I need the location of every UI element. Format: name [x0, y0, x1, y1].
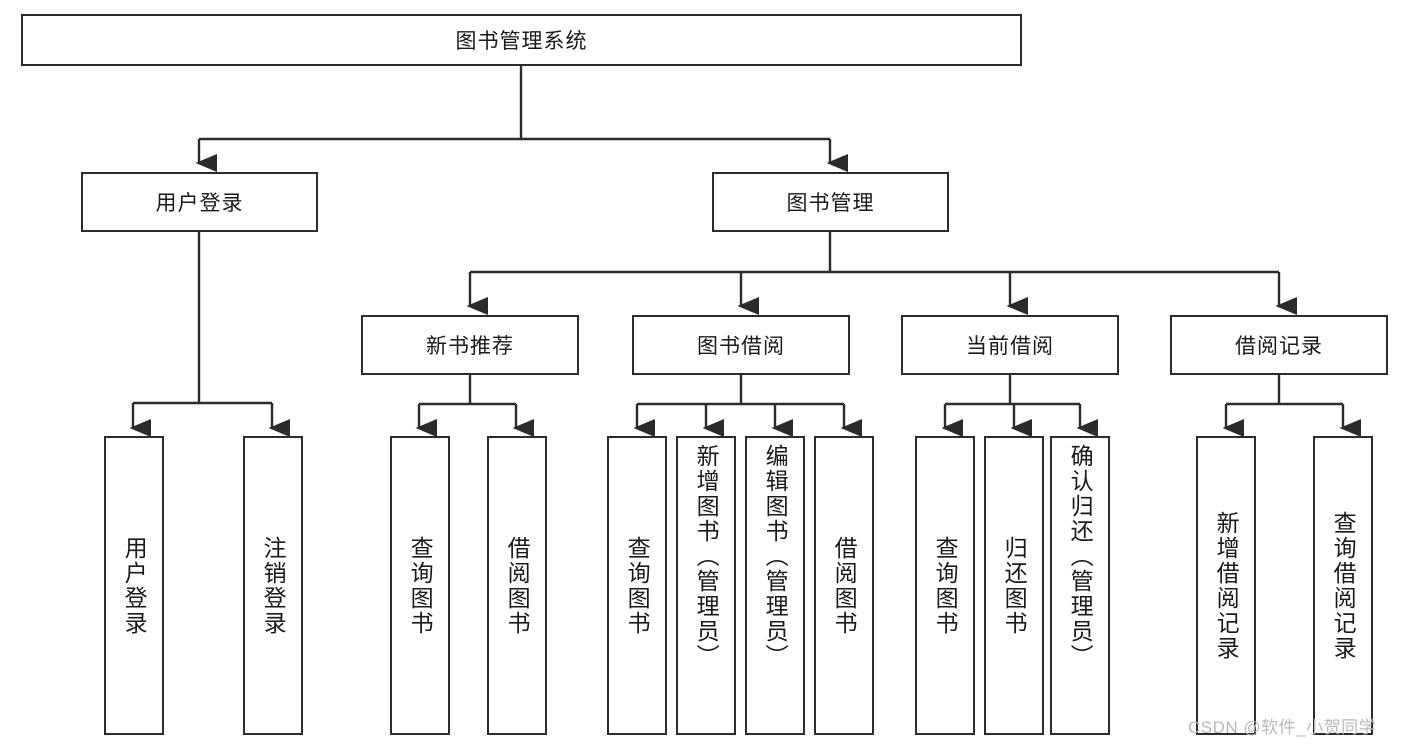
leaf-cb-query-book[interactable]: 查询图书	[915, 436, 975, 735]
node-new-book-recommend-label: 新书推荐	[426, 335, 514, 358]
node-user-login-label: 用户登录	[155, 192, 244, 215]
leaf-nb-borrow-book-label: 借阅图书	[504, 535, 531, 636]
leaf-cb-confirm-return-label: 确认归还（管理员）	[1067, 444, 1094, 669]
leaf-br-add-record[interactable]: 新增借阅记录	[1196, 436, 1256, 735]
node-borrow-records-label: 借阅记录	[1235, 335, 1323, 358]
node-root[interactable]: 图书管理系统	[21, 14, 1022, 66]
leaf-br-add-record-label: 新增借阅记录	[1213, 510, 1240, 661]
leaf-user-login[interactable]: 用户登录	[104, 436, 164, 735]
leaf-bb-add-book-label: 新增图书（管理员）	[693, 444, 720, 669]
leaf-logout-label: 注销登录	[260, 535, 287, 636]
leaf-nb-query-book[interactable]: 查询图书	[390, 436, 450, 735]
leaf-cb-confirm-return[interactable]: 确认归还（管理员）	[1050, 436, 1110, 735]
leaf-cb-return-book-label: 归还图书	[1001, 535, 1028, 636]
leaf-br-query-record-label: 查询借阅记录	[1330, 510, 1357, 661]
node-borrow-records[interactable]: 借阅记录	[1170, 315, 1388, 375]
leaf-bb-borrow-book[interactable]: 借阅图书	[814, 436, 874, 735]
leaf-nb-borrow-book[interactable]: 借阅图书	[487, 436, 547, 735]
node-current-borrow[interactable]: 当前借阅	[901, 315, 1119, 375]
leaf-cb-query-book-label: 查询图书	[932, 535, 959, 636]
leaf-user-login-label: 用户登录	[121, 535, 148, 636]
node-new-book-recommend[interactable]: 新书推荐	[361, 315, 579, 375]
leaf-bb-edit-book[interactable]: 编辑图书（管理员）	[745, 436, 805, 735]
node-user-login[interactable]: 用户登录	[81, 172, 318, 232]
node-book-management-label: 图书管理	[786, 192, 875, 215]
leaf-logout[interactable]: 注销登录	[243, 436, 303, 735]
leaf-bb-query-book[interactable]: 查询图书	[607, 436, 667, 735]
leaf-bb-borrow-book-label: 借阅图书	[831, 535, 858, 636]
leaf-bb-query-book-label: 查询图书	[624, 535, 651, 636]
leaf-cb-return-book[interactable]: 归还图书	[984, 436, 1044, 735]
node-book-management[interactable]: 图书管理	[712, 172, 949, 232]
leaf-br-query-record[interactable]: 查询借阅记录	[1313, 436, 1373, 735]
node-current-borrow-label: 当前借阅	[966, 335, 1054, 358]
leaf-bb-add-book[interactable]: 新增图书（管理员）	[676, 436, 736, 735]
leaf-bb-edit-book-label: 编辑图书（管理员）	[762, 444, 789, 669]
node-book-borrow-label: 图书借阅	[697, 335, 785, 358]
leaf-nb-query-book-label: 查询图书	[407, 535, 434, 636]
watermark: CSDN @软件_小贺同学	[1188, 718, 1377, 737]
node-book-borrow[interactable]: 图书借阅	[632, 315, 850, 375]
node-root-label: 图书管理系统	[455, 30, 588, 53]
